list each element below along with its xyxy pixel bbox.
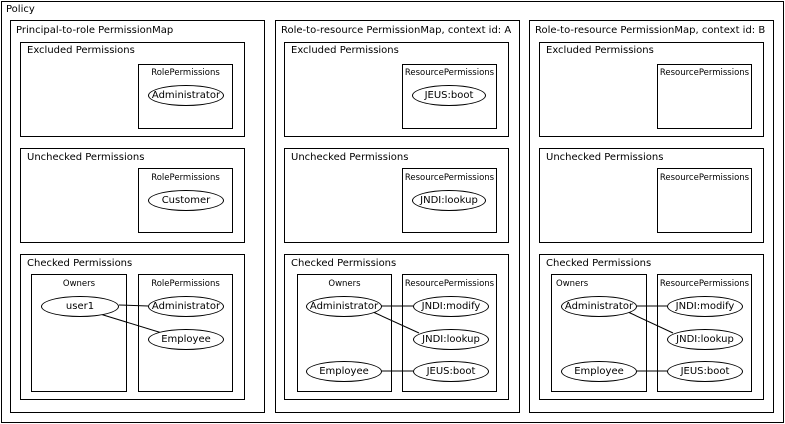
- unchecked-permissions-title: Unchecked Permissions: [27, 152, 145, 163]
- permission-ellipse: Customer: [148, 190, 224, 211]
- resource-permissions-set: [657, 64, 752, 129]
- set-title: ResourcePermissions: [404, 279, 495, 289]
- set-title: RolePermissions: [151, 68, 220, 78]
- excluded-permissions-title: Excluded Permissions: [291, 45, 399, 56]
- unchecked-permissions-title: Unchecked Permissions: [546, 152, 664, 163]
- excluded-permissions-title: Excluded Permissions: [546, 45, 654, 56]
- owner-ellipse: Administrator: [561, 296, 637, 317]
- permission-ellipse: JNDI:modify: [667, 296, 743, 317]
- unchecked-permissions-title: Unchecked Permissions: [291, 152, 409, 163]
- owners-title: Owners: [62, 279, 96, 289]
- resource-permissions-set: [657, 168, 752, 233]
- set-title: ResourcePermissions: [404, 68, 495, 78]
- policy-title: Policy: [6, 4, 35, 15]
- permission-ellipse: JNDI:lookup: [412, 190, 486, 211]
- set-title: ResourcePermissions: [659, 279, 750, 289]
- owner-ellipse: Employee: [561, 361, 637, 382]
- permission-ellipse: JEUS:boot: [412, 85, 486, 106]
- permission-ellipse: JEUS:boot: [413, 361, 489, 382]
- permission-ellipse: JEUS:boot: [667, 361, 743, 382]
- panel-title: Role-to-resource PermissionMap, context …: [535, 25, 766, 36]
- panel-title: Principal-to-role PermissionMap: [16, 25, 174, 36]
- owner-ellipse: user1: [41, 296, 119, 317]
- permission-ellipse: Administrator: [148, 85, 224, 106]
- checked-permissions-title: Checked Permissions: [546, 258, 652, 269]
- set-title: RolePermissions: [151, 279, 220, 289]
- owners-box: [31, 274, 127, 392]
- permission-ellipse: Employee: [148, 329, 224, 350]
- set-title: ResourcePermissions: [659, 173, 750, 183]
- set-title: ResourcePermissions: [659, 68, 750, 78]
- checked-permissions-title: Checked Permissions: [291, 258, 397, 269]
- panel-title: Role-to-resource PermissionMap, context …: [281, 25, 512, 36]
- permission-ellipse: JNDI:lookup: [667, 329, 743, 350]
- set-title: RolePermissions: [151, 173, 220, 183]
- set-title: ResourcePermissions: [404, 173, 495, 183]
- owner-ellipse: Administrator: [306, 296, 382, 317]
- owners-title: Owners: [556, 279, 589, 289]
- excluded-permissions-title: Excluded Permissions: [27, 45, 135, 56]
- permission-ellipse: JNDI:lookup: [413, 329, 489, 350]
- checked-permissions-title: Checked Permissions: [27, 258, 133, 269]
- permission-ellipse: JNDI:modify: [413, 296, 489, 317]
- owner-ellipse: Employee: [306, 361, 382, 382]
- permission-ellipse: Administrator: [148, 296, 224, 317]
- owners-title: Owners: [328, 279, 361, 289]
